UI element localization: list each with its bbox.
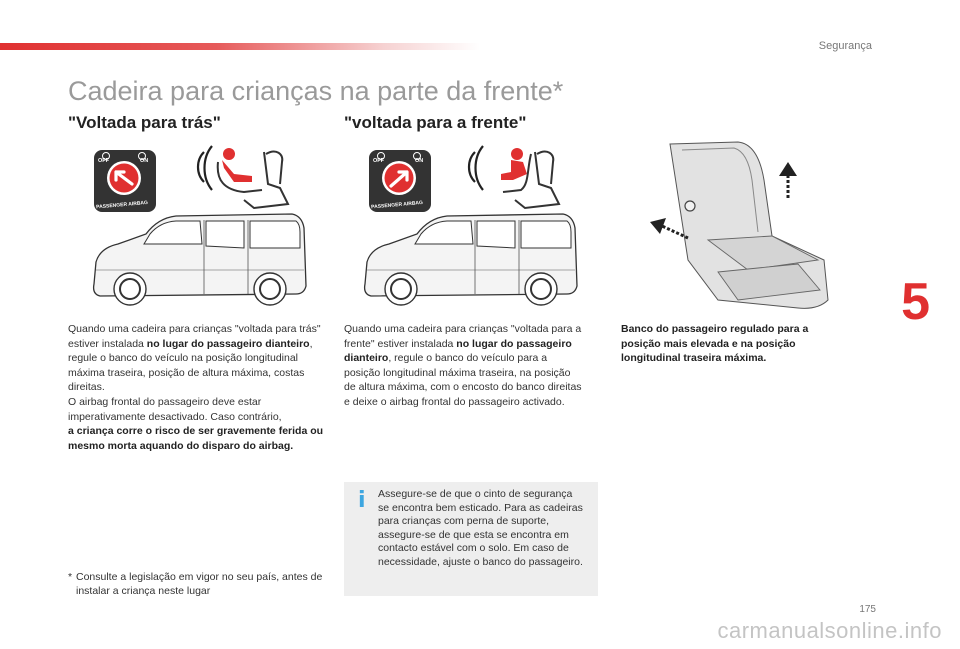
- rear-airbag-text: O airbag frontal do passageiro deve esta…: [68, 395, 282, 423]
- heading-rear-facing: "Voltada para trás": [68, 113, 221, 132]
- forward-facing-illustration: OFF ON PASSENGER AIRBAG: [363, 145, 578, 306]
- van-side-view-2: [363, 213, 578, 306]
- rear-text-2: , regule o banco do veículo na posição l…: [68, 337, 313, 394]
- passenger-seat-illustration: [650, 141, 829, 309]
- van-side-view: [92, 213, 307, 306]
- front-text-bold: no lugar do passageiro dianteiro: [344, 337, 572, 365]
- info-note: i Assegure-se de que o cinto de seguranç…: [344, 482, 598, 596]
- rear-facing-instructions: Quando uma cadeira para crianças "voltad…: [68, 322, 326, 453]
- rear-facing-illustration: OFF ON PASSENGER AIRBAG: [92, 145, 307, 306]
- front-text-1: Quando uma cadeira para crianças "voltad…: [344, 323, 582, 350]
- chapter-number: 5: [901, 273, 930, 331]
- watermark: carmanualsonline.info: [717, 618, 942, 643]
- front-text-2: , regule o banco do veículo para a posiç…: [344, 352, 582, 408]
- child-seat-rear-icon: [196, 145, 290, 210]
- footnote-text: Consulte a legislação em vigor no seu pa…: [76, 571, 323, 597]
- header-accent-bar: [0, 43, 480, 50]
- rear-warning-text: a criança corre o risco de ser gravement…: [68, 425, 324, 452]
- page-title: Cadeira para crianças na parte da frente…: [68, 76, 564, 106]
- arrow-up-icon: [779, 162, 797, 198]
- rear-text-bold: no lugar do passageiro dianteiro: [146, 337, 310, 350]
- airbag-on-text: ON: [140, 158, 148, 164]
- rear-text-1: Quando uma cadeira para crianças "voltad…: [68, 323, 321, 350]
- airbag-off-label-icon: OFF ON PASSENGER AIRBAG: [94, 150, 156, 212]
- footnote: * Consulte a legislação em vigor no seu …: [68, 570, 328, 598]
- airbag-off-text: OFF: [98, 158, 110, 164]
- info-note-text: Assegure-se de que o cinto de segurança …: [378, 488, 583, 568]
- seat-caption: Banco do passageiro regulado para a posi…: [621, 323, 809, 365]
- info-icon: i: [358, 488, 366, 513]
- airbag-off-text-2: OFF: [373, 158, 385, 164]
- airbag-passenger-text: PASSENGER AIRBAG: [96, 200, 148, 211]
- airbag-on-text-2: ON: [415, 158, 423, 164]
- airbag-on-label-icon: OFF ON PASSENGER AIRBAG: [369, 150, 431, 212]
- page-number: 175: [859, 604, 876, 615]
- footnote-mark: *: [68, 571, 73, 583]
- section-label: Segurança: [818, 40, 872, 52]
- airbag-passenger-text-2: PASSENGER AIRBAG: [371, 200, 423, 211]
- heading-forward-facing: "voltada para a frente": [344, 113, 527, 132]
- forward-facing-instructions: Quando uma cadeira para crianças "voltad…: [344, 322, 584, 410]
- child-seat-front-icon: [467, 145, 561, 210]
- arrow-back-icon: [650, 218, 689, 240]
